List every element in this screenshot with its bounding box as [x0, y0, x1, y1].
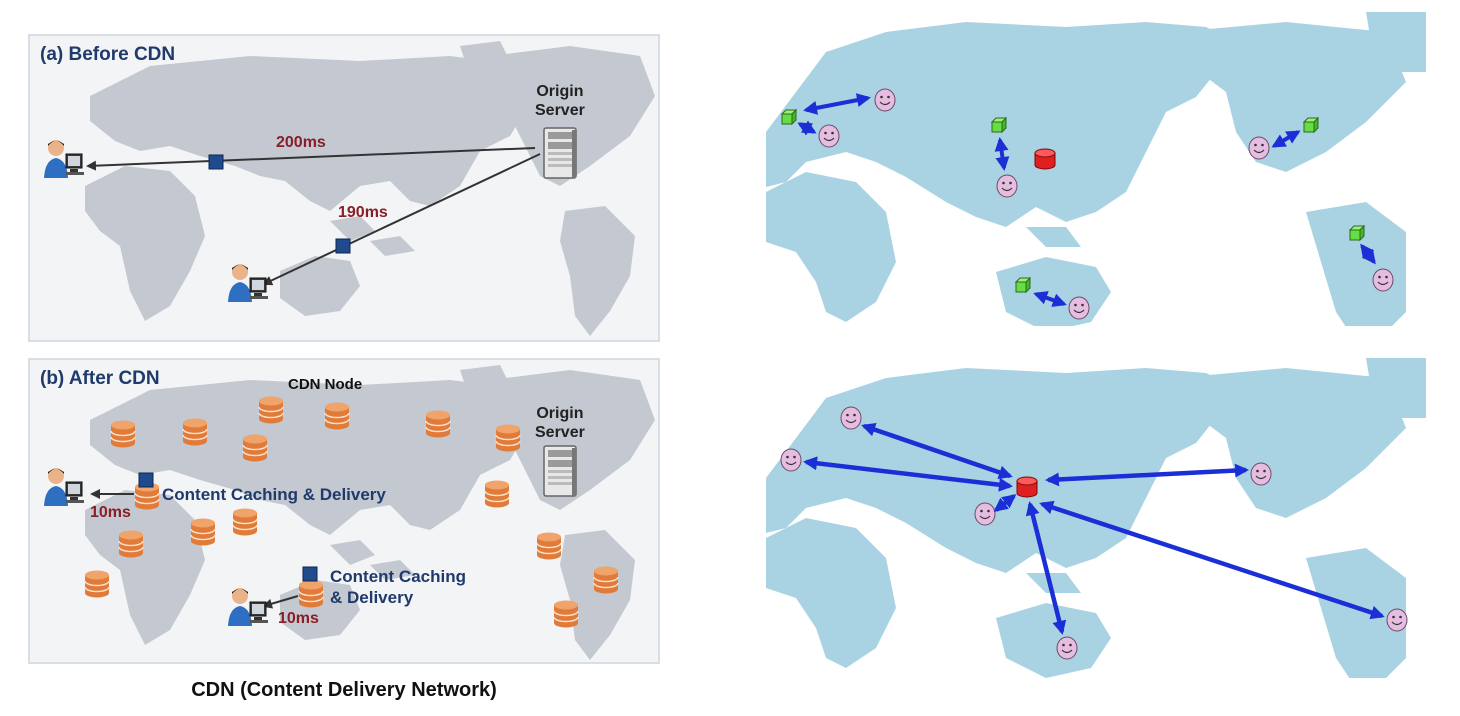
- server-tower-icon: [543, 127, 577, 179]
- smiley-user-icon: [974, 502, 996, 526]
- packet-square-icon: [335, 238, 351, 254]
- green-cube-icon: [1303, 117, 1319, 133]
- database-node-icon: [242, 434, 268, 462]
- route-line-200ms: [86, 147, 536, 171]
- smiley-user-icon: [1372, 268, 1394, 292]
- smiley-user-icon: [1056, 636, 1078, 660]
- after-cdn-map: [43, 365, 655, 660]
- database-node-icon: [182, 418, 208, 446]
- local-delivery-arrows: [797, 93, 1376, 307]
- green-cube-icon: [991, 117, 1007, 133]
- cdn-node-label: CDN Node: [288, 376, 363, 393]
- latency-label-200ms: 200ms: [276, 134, 326, 151]
- database-node-icon: [118, 530, 144, 558]
- user-computer-icon: [43, 139, 85, 179]
- panel-title: (a) Before CDN: [40, 44, 176, 65]
- red-cylinder-icon: [1034, 148, 1056, 170]
- latency-label-europe: 10ms: [90, 504, 131, 521]
- green-cube-icon: [781, 109, 797, 125]
- smiley-user-icon: [818, 124, 840, 148]
- database-node-icon: [190, 518, 216, 546]
- database-node-icon: [484, 480, 510, 508]
- single-origin-map: [766, 358, 1426, 678]
- database-node-icon: [553, 600, 579, 628]
- after-cdn-panel: (b) After CDN CDN Node Origin Server Con…: [28, 358, 660, 664]
- database-node-icon: [84, 570, 110, 598]
- database-node-icon: [232, 508, 258, 536]
- caching-label-australia: Content Caching & Delivery: [330, 567, 466, 607]
- user-computer-icon: [43, 467, 85, 507]
- database-node-icon: [110, 420, 136, 448]
- server-tower-icon: [543, 445, 577, 497]
- smiley-user-icon: [1068, 296, 1090, 320]
- packet-square-icon: [138, 472, 154, 488]
- smiley-user-icon: [1250, 462, 1272, 486]
- user-computer-icon: [227, 587, 269, 627]
- before-cdn-map: [43, 41, 655, 336]
- route-line-190ms: [262, 153, 541, 286]
- delivery-arrow: [262, 595, 299, 609]
- distributed-cache-map: [766, 12, 1426, 326]
- green-cube-icon: [1349, 225, 1365, 241]
- latency-label-australia: 10ms: [278, 610, 319, 627]
- red-cylinder-icon: [1016, 476, 1038, 498]
- database-node-icon: [324, 402, 350, 430]
- before-cdn-panel: (a) Before CDN Origin Server 200ms 190ms: [28, 34, 660, 342]
- panel-title: (b) After CDN: [40, 368, 160, 389]
- long-distance-arrows: [803, 422, 1385, 635]
- green-cube-icon: [1015, 277, 1031, 293]
- packet-square-icon: [208, 154, 224, 170]
- database-node-icon: [593, 566, 619, 594]
- database-node-icon: [495, 424, 521, 452]
- smiley-user-icon: [874, 88, 896, 112]
- world-map-blue: [766, 358, 1426, 678]
- origin-server-label: Origin Server: [535, 83, 585, 119]
- database-node-icon: [258, 396, 284, 424]
- caching-label-europe: Content Caching & Delivery: [162, 485, 386, 504]
- origin-server-label: Origin Server: [535, 405, 585, 441]
- smiley-user-icon: [780, 448, 802, 472]
- database-node-icon: [536, 532, 562, 560]
- world-map-blue: [766, 12, 1426, 326]
- packet-square-icon: [302, 566, 318, 582]
- user-computer-icon: [227, 263, 269, 303]
- smiley-user-icon: [1386, 608, 1408, 632]
- smiley-user-icon: [996, 174, 1018, 198]
- database-node-icon: [298, 580, 324, 608]
- smiley-user-icon: [840, 406, 862, 430]
- database-node-icon: [425, 410, 451, 438]
- diagram-caption: CDN (Content Delivery Network): [191, 679, 497, 701]
- smiley-user-icon: [1248, 136, 1270, 160]
- latency-label-190ms: 190ms: [338, 204, 388, 221]
